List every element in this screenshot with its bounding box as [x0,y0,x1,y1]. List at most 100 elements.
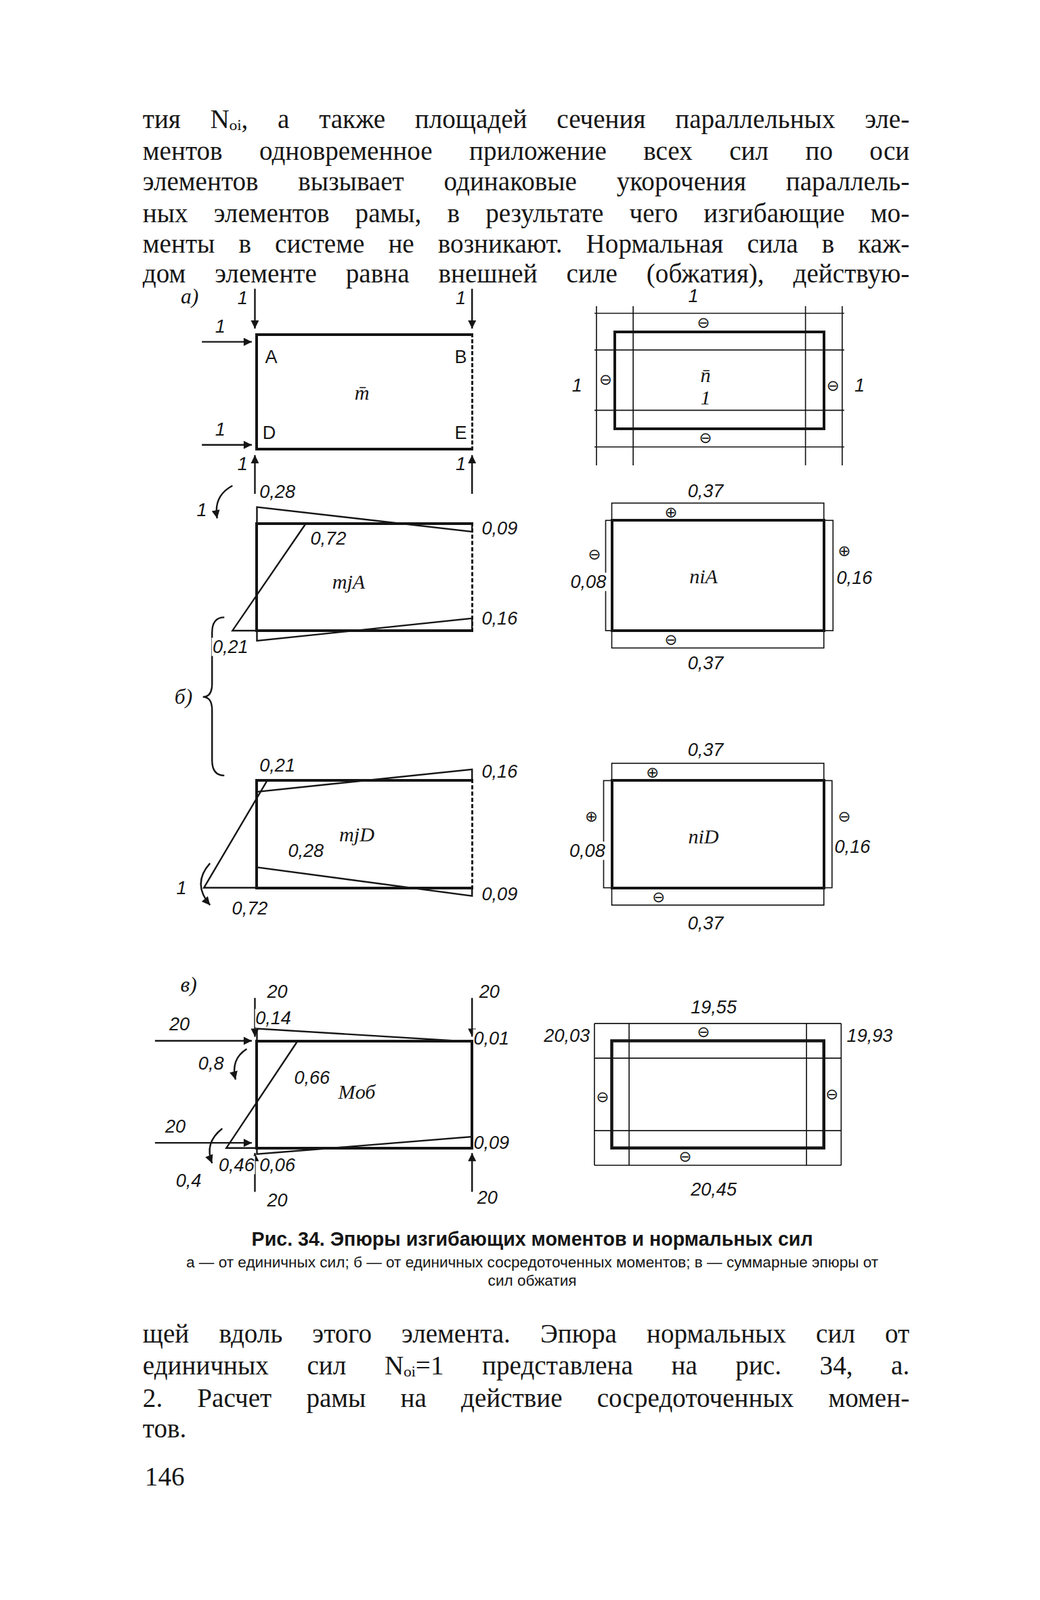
force-band [840,1023,843,1165]
body-text: ментов одновременное приложение всех сил… [142,135,910,167]
body-text: 2. Расчет рамы на действие сосредоточенн… [142,1381,910,1414]
value-label: 1 [571,376,583,395]
sign-symbol: ⊖ [699,429,713,446]
part-label: б) [174,685,193,708]
value-label: 19,93 [846,1025,894,1045]
value-label: 1 [687,286,699,305]
frame-label: E [455,421,468,444]
force-band [612,503,825,521]
value-label: 1 [455,288,467,307]
body-text: 146 [144,1460,185,1492]
value-label: 0,21 [211,637,250,656]
value-label: 0,06 [258,1155,296,1175]
moment-line [256,866,472,896]
force-band [594,1056,841,1059]
value-label: 0,4 [175,1170,203,1189]
body-text: менты в системе не возникают. Нормальная… [142,228,910,260]
moment-arrow [234,1048,247,1080]
force-arrow [155,1039,252,1041]
sign-symbol: ⊕ [664,504,678,520]
frame-label: niA [689,564,718,589]
value-label: 0,21 [258,755,296,774]
value-label: 1 [214,316,227,336]
force-arrow [471,288,473,329]
value-label: 0,28 [287,841,325,860]
sign-symbol: ⊕ [837,543,851,559]
sign-symbol: ⊖ [664,631,678,648]
value-label: 1 [176,878,188,897]
value-label: 0,8 [197,1053,225,1072]
caption-text: а — от единичных сил; б — от единичных с… [185,1252,879,1290]
moment-arrow [201,862,211,905]
value-label: 0,01 [472,1029,510,1048]
sign-symbol: ⊕ [645,764,659,780]
value-label: 0,16 [481,761,519,780]
force-band [824,520,834,631]
value-label: 0,37 [687,740,725,760]
value-label: 20 [266,1190,289,1209]
force-band [595,306,598,466]
value-label: 0,72 [231,898,269,917]
value-label: 0,16 [834,837,872,856]
value-label: 1 [214,420,227,439]
value-label: 20 [164,1116,187,1135]
frame-box: n̄1 [613,330,826,430]
value-label: 1 [455,455,467,474]
value-label: 20 [476,1188,499,1207]
value-label: 0,72 [310,529,348,548]
force-band [594,312,845,315]
value-label: 20 [168,1014,191,1034]
force-arrow [471,455,473,494]
frame-box: mjA [255,522,474,632]
value-label: 1 [236,455,249,474]
frame-label: Mоб [338,1079,376,1103]
frame-label: D [262,421,277,444]
body-text: щей вдоль этого элемента. Эпюра нормальн… [142,1317,910,1349]
sign-symbol: ⊖ [697,1023,711,1040]
value-label: 0,08 [570,572,608,591]
force-band [841,306,843,466]
sign-symbol: ⊖ [652,889,665,905]
force-band [612,630,825,648]
body-text: элементов вызывает одинаковые укорочения… [142,165,910,198]
force-arrow [471,1152,473,1191]
body-text: ных элементов рамы, в результате чего из… [142,197,910,229]
body-text: единичных сил Nₒᵢ=1 представлена на рис.… [142,1349,910,1381]
value-label: 20 [478,982,501,1001]
value-label: 19,55 [689,997,738,1016]
value-label: 20 [266,982,289,1001]
moment-line [256,1136,472,1154]
moment-line [226,1040,298,1148]
part-label: в) [180,973,197,996]
force-arrow [201,340,252,342]
force-band [805,1023,808,1165]
value-label: 1 [196,501,208,520]
force-band [612,763,825,781]
value-label: 1 [853,376,866,395]
frame-outline [612,1040,825,1148]
body-text: тия Nₒᵢ, а также площадей сечения паралл… [142,103,910,135]
value-label: 0,09 [481,884,519,903]
part-label: а) [180,286,199,309]
value-label: 0,09 [472,1133,510,1152]
force-arrow [201,444,252,446]
force-band [594,1129,841,1131]
frame-label: A [265,345,278,368]
force-band [594,1163,841,1166]
force-band [628,1023,630,1165]
sign-symbol: ⊖ [599,371,613,388]
force-band [593,1023,596,1165]
frame-label: niD [687,824,719,849]
value-label: 0,08 [568,841,606,860]
value-label: 0,46 [218,1155,256,1175]
value-label: 20,03 [543,1025,591,1045]
sign-symbol: ⊖ [697,314,711,331]
frame-box: mjD [255,778,474,889]
value-label: 0,16 [481,608,519,627]
sign-symbol: ⊖ [596,1088,610,1105]
frame-label: n̄ [700,363,711,388]
sign-symbol: ⊖ [825,1086,839,1102]
frame-label: 1 [700,385,711,410]
sign-symbol: ⊕ [585,808,598,825]
value-label: 20,45 [689,1180,738,1199]
